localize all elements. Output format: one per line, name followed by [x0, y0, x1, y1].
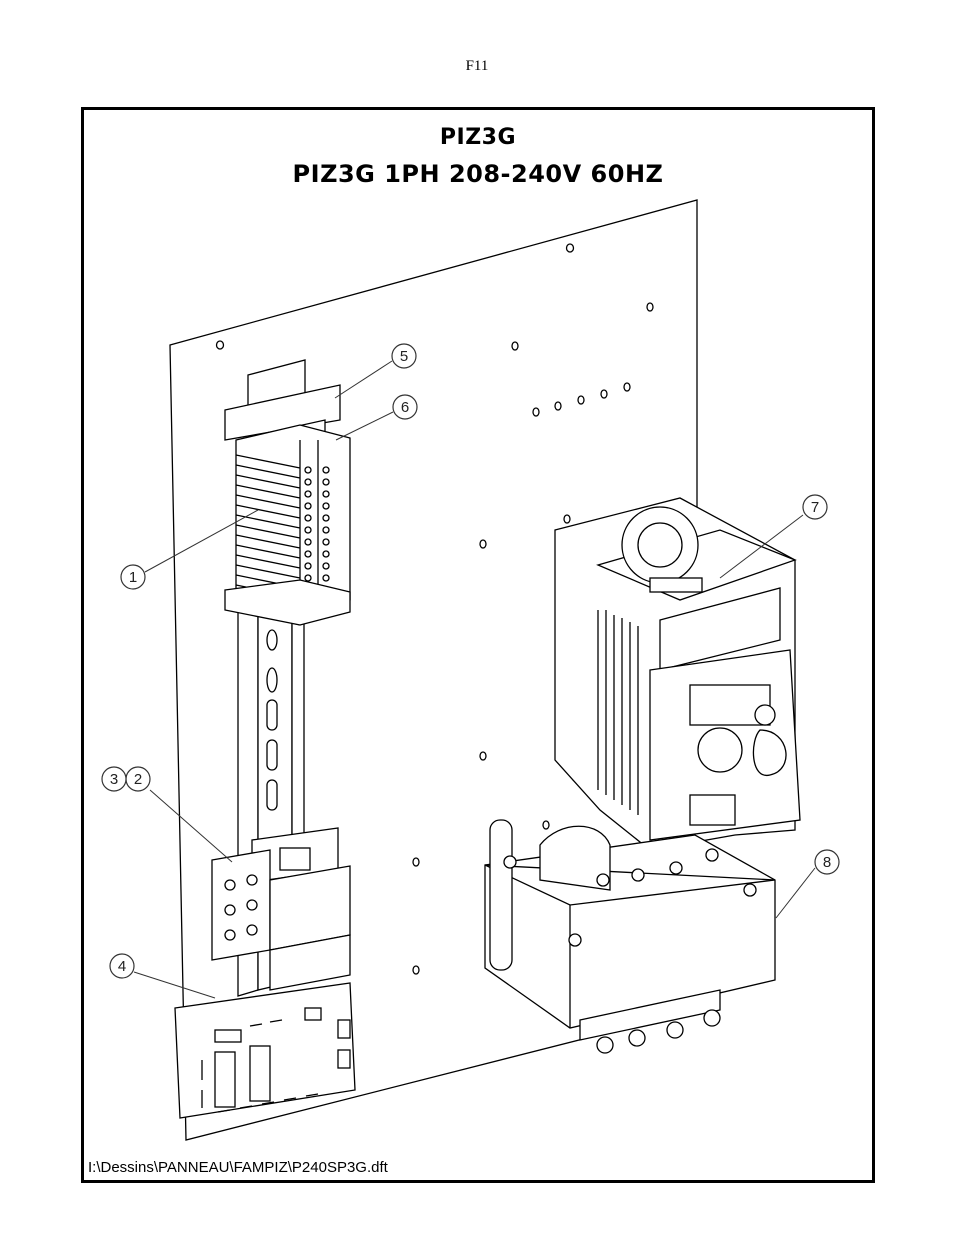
relay-terminals — [211, 827, 351, 991]
svg-text:4: 4 — [118, 958, 126, 975]
svg-text:7: 7 — [811, 499, 819, 516]
callout-6: 6 — [392, 394, 418, 420]
drawing-subtitle: PIZ3G 1PH 208-240V 60HZ — [292, 160, 664, 188]
callout-4: 4 — [109, 953, 135, 979]
transformer — [484, 819, 776, 1054]
terminal-block — [224, 424, 351, 626]
callout-7: 7 — [802, 494, 828, 520]
drawing-title: PIZ3G — [439, 125, 517, 150]
callout-1: 1 — [120, 564, 146, 590]
leader-lines — [133, 360, 816, 999]
control-board — [174, 982, 356, 1119]
callout-2: 2 — [125, 766, 151, 792]
page-label: F11 — [465, 58, 489, 74]
callout-8: 8 — [814, 849, 840, 875]
callout-3: 3 — [101, 766, 127, 792]
svg-text:5: 5 — [400, 348, 408, 365]
variable-frequency-drive — [554, 497, 801, 851]
panel-holes — [215, 243, 654, 975]
svg-text:2: 2 — [134, 771, 142, 788]
svg-text:1: 1 — [129, 569, 137, 586]
svg-text:6: 6 — [401, 399, 409, 416]
svg-text:8: 8 — [823, 854, 831, 871]
file-path: I:\Dessins\PANNEAU\FAMPIZ\P240SP3G.dft — [88, 1159, 388, 1176]
callout-5: 5 — [391, 343, 417, 369]
svg-text:3: 3 — [110, 771, 118, 788]
